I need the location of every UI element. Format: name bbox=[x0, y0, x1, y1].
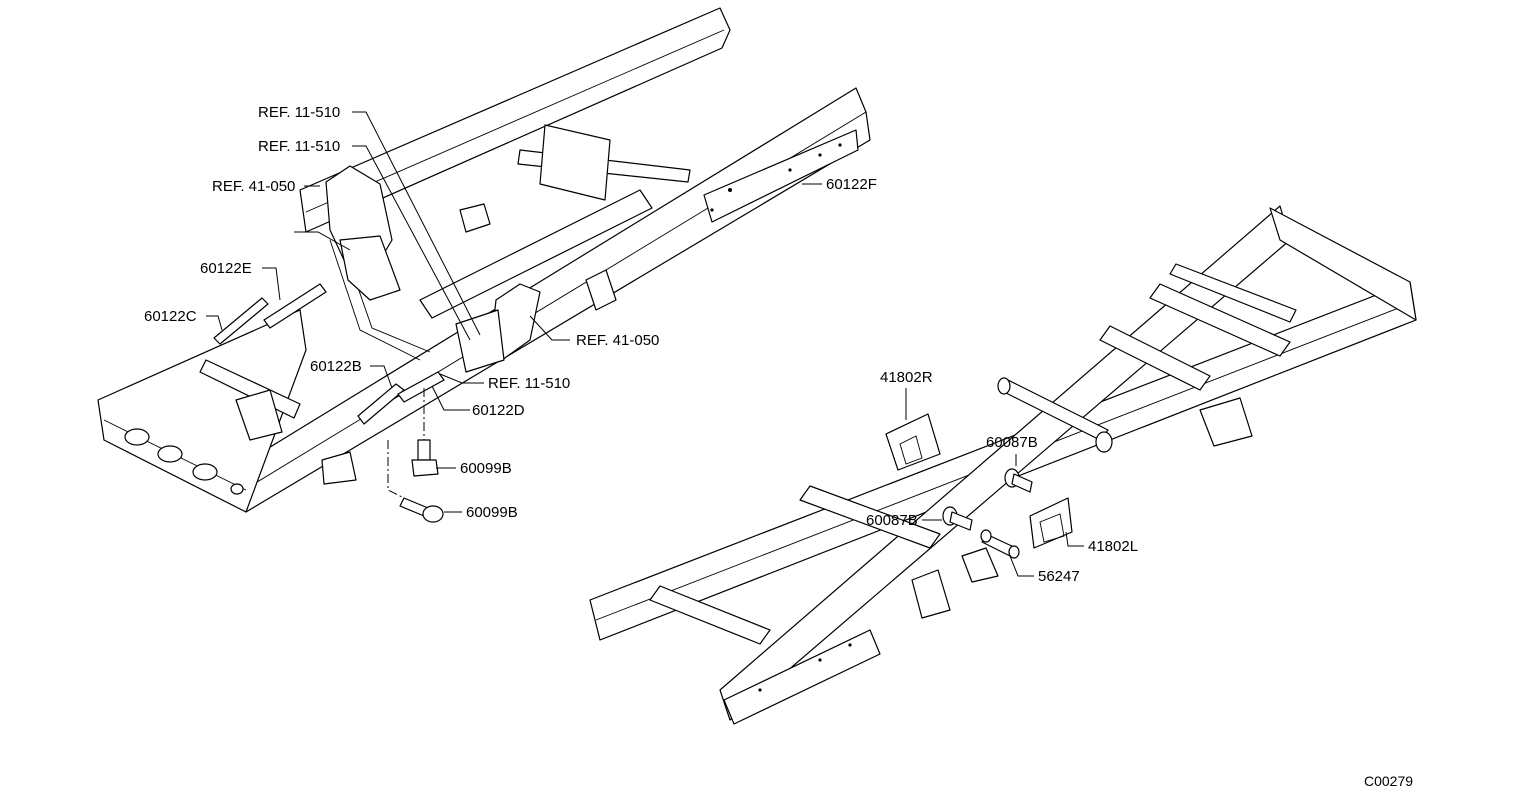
bracket-60122c bbox=[213, 297, 269, 345]
label-ref-11-510-lower: REF. 11-510 bbox=[488, 375, 570, 392]
label-56247: 56247 bbox=[1038, 568, 1080, 585]
bracket-41802r bbox=[885, 413, 941, 471]
label-ref-11-510-second: REF. 11-510 bbox=[258, 138, 340, 155]
bolt-60099b-lower bbox=[399, 497, 444, 523]
frame-hole bbox=[192, 463, 218, 481]
label-60122c: 60122C bbox=[144, 308, 197, 325]
frame-hole bbox=[157, 445, 183, 463]
rear-side-plate bbox=[723, 629, 881, 725]
frame-hole bbox=[124, 428, 150, 446]
label-60087b-upper: 60087B bbox=[986, 434, 1038, 451]
bolt-60087b-upper bbox=[1004, 468, 1033, 493]
label-ref-11-510-top: REF. 11-510 bbox=[258, 104, 340, 121]
rear-chassis-frame bbox=[589, 205, 1417, 721]
part-56247 bbox=[980, 529, 1020, 559]
label-41802r: 41802R bbox=[880, 369, 933, 386]
frame-hole bbox=[230, 483, 244, 495]
label-60122f: 60122F bbox=[826, 176, 877, 193]
leader-lines bbox=[206, 111, 1084, 577]
label-60099b-upper: 60099B bbox=[460, 460, 512, 477]
label-60122d: 60122D bbox=[472, 402, 525, 419]
label-41802l: 41802L bbox=[1088, 538, 1138, 555]
label-ref-41-050-left: REF. 41-050 bbox=[212, 178, 295, 195]
plate-60122f bbox=[703, 129, 859, 223]
label-ref-41-050-right: REF. 41-050 bbox=[576, 332, 659, 349]
bracket-60122b bbox=[357, 383, 405, 425]
bolt-60087b-lower bbox=[942, 506, 973, 531]
label-60122e: 60122E bbox=[200, 260, 252, 277]
label-60099b-lower: 60099B bbox=[466, 504, 518, 521]
bracket-60122e bbox=[263, 283, 327, 329]
label-60087b-lower: 60087B bbox=[866, 512, 918, 529]
bracket-41802l bbox=[1029, 497, 1073, 549]
figure-code: C00279 bbox=[1364, 773, 1413, 789]
bolt-60099b-upper bbox=[411, 439, 439, 477]
bracket-60122d bbox=[397, 371, 445, 403]
label-60122b: 60122B bbox=[310, 358, 362, 375]
